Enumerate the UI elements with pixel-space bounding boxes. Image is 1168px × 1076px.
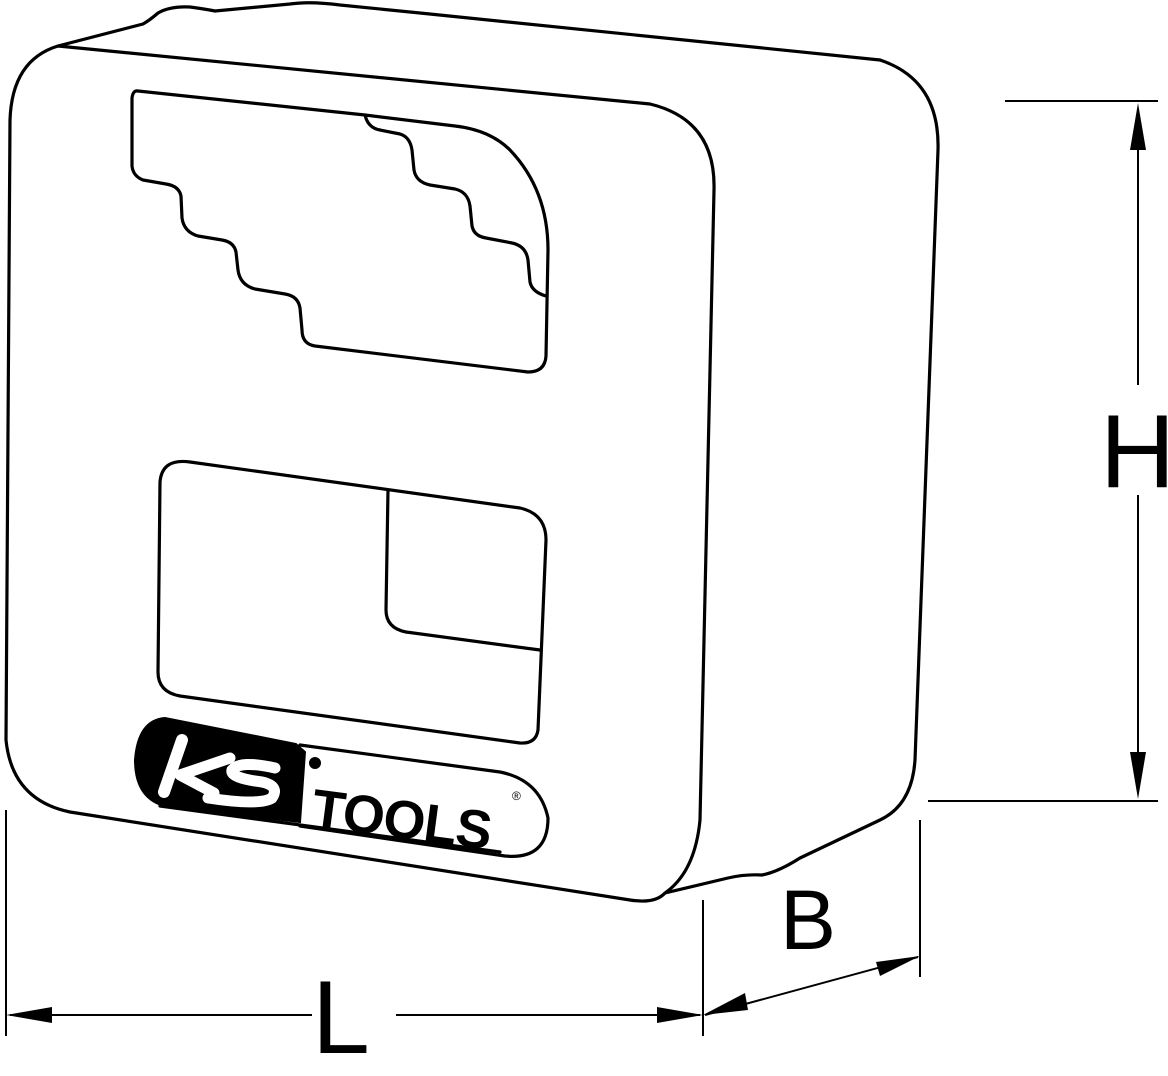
block-top-face bbox=[56, 1, 882, 62]
ks-tools-logo bbox=[133, 716, 550, 858]
block-front-face bbox=[4, 44, 716, 903]
dimension-b bbox=[703, 820, 921, 1016]
dimension-h bbox=[928, 100, 1158, 802]
upper-inner-step bbox=[363, 113, 548, 298]
block-side-face bbox=[663, 58, 940, 895]
dimension-l bbox=[5, 810, 704, 1036]
width-label: B bbox=[780, 873, 837, 967]
logo-registered-mark: ® bbox=[512, 789, 521, 803]
upper-stepped-slot bbox=[130, 89, 550, 374]
lower-inner-division bbox=[384, 488, 542, 652]
lower-slot bbox=[156, 459, 548, 745]
technical-drawing: TOOLS ® bbox=[4, 1, 1158, 1036]
height-label: H bbox=[1100, 394, 1168, 510]
length-label: L bbox=[312, 960, 370, 1076]
logo-tools-text: TOOLS bbox=[308, 778, 494, 861]
